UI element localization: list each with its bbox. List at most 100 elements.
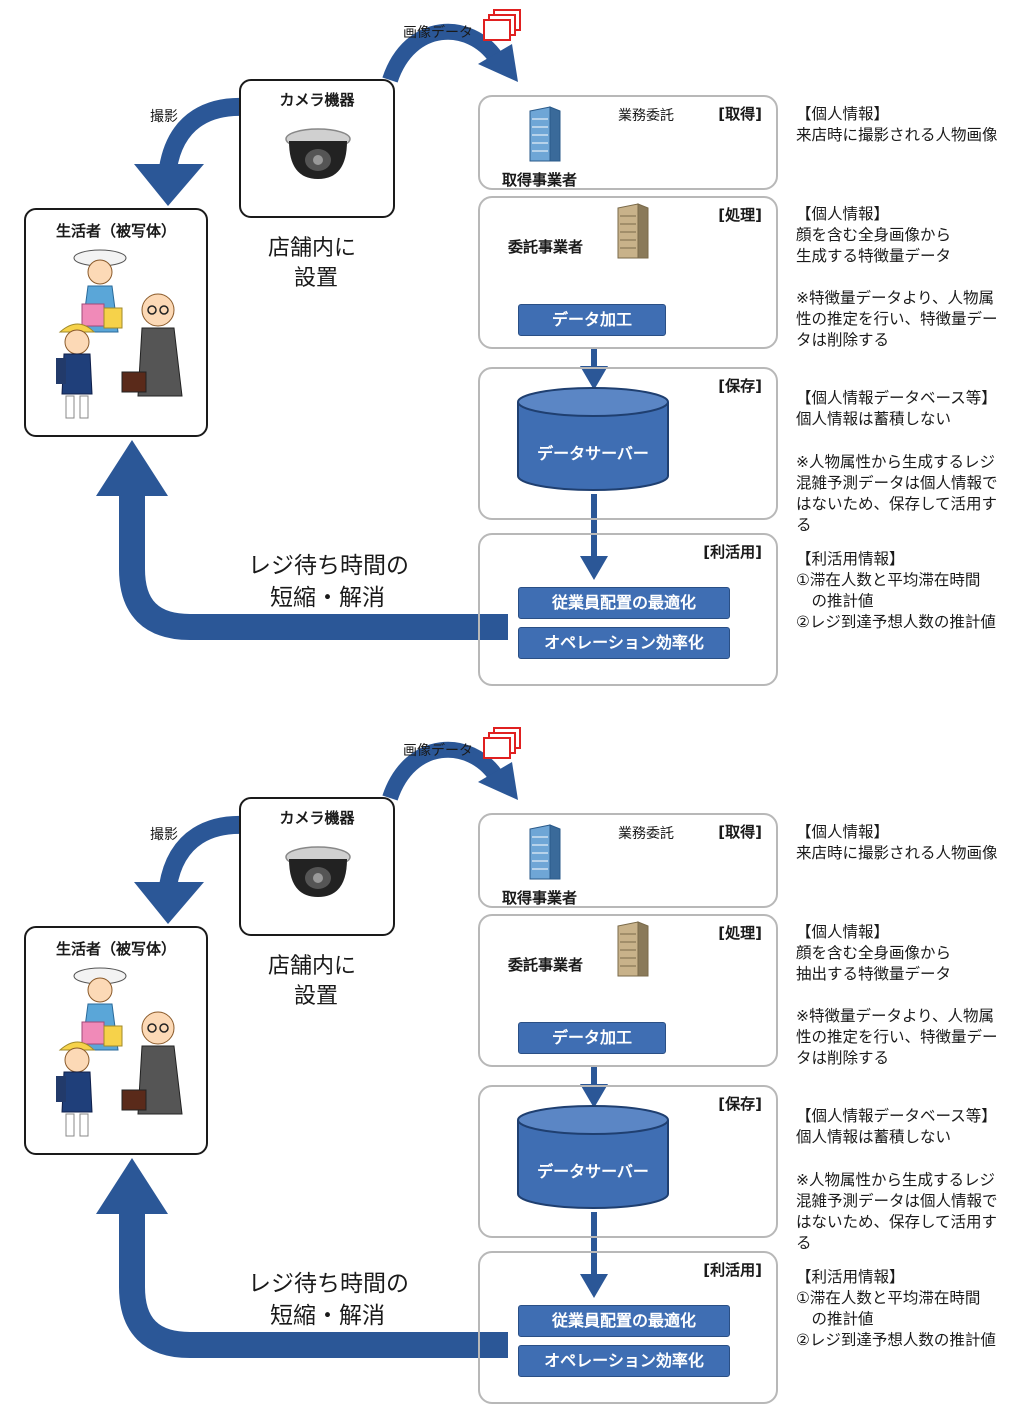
acquirer-label: 取得事業者 [502, 171, 578, 189]
install-line1: 店舗内に [268, 954, 357, 979]
install-line1: 店舗内に [268, 236, 357, 261]
note-process: 【個人情報】顔を含む全身画像から生成する特徴量データ [796, 204, 1028, 267]
camera-box: カメラ機器 [239, 79, 395, 218]
camera-title: カメラ機器 [279, 809, 355, 827]
acquirer-label: 取得事業者 [502, 889, 578, 907]
note-line: ①滞在人数と平均滞在時間 [796, 571, 981, 589]
note-line: 来店時に撮影される人物画像 [796, 844, 998, 862]
note-line: の推計値 [796, 592, 874, 610]
flow-arrows [96, 741, 669, 1358]
shoot-label: 撮影 [150, 109, 178, 125]
note-process-remark: ※特徴量データより、人物属性の推定を行い、特徴量データは削除する [796, 1006, 1028, 1069]
note-line: 混雑予測データは個人情報で [796, 474, 998, 492]
operation-efficiency-button: オペレーション効率化 [518, 1345, 730, 1377]
dome-camera-icon [285, 128, 351, 179]
note-line: 生成する特徴量データ [796, 247, 952, 265]
note-store: 【個人情報データベース等】個人情報は蓄積しない [796, 388, 1028, 430]
staff-optimization-button: 従業員配置の最適化 [518, 1305, 730, 1337]
stage-process-tag: [処理] [718, 924, 762, 942]
shoppers-illustration [56, 967, 183, 1137]
note-line: 【個人情報】 [796, 823, 890, 841]
stage-store-tag: [保存] [718, 1095, 762, 1113]
image-transfer-arrowhead [478, 762, 518, 800]
stage-use-tag: [利活用] [703, 1261, 762, 1279]
note-store-remark: ※人物属性から生成するレジ混雑予測データは個人情報ではないため、保存して活用する [796, 1170, 1028, 1254]
note-line: 【個人情報データベース等】 [796, 389, 997, 407]
note-line: 個人情報は蓄積しない [796, 410, 952, 428]
note-line: ②レジ到達予想人数の推計値 [796, 613, 996, 631]
outsource-label: 業務委託 [618, 108, 674, 124]
data-processing-button: データ加工 [518, 1022, 666, 1054]
image-transfer-arrow [382, 23, 503, 83]
stage-process-tag: [処理] [718, 206, 762, 224]
reduce-line1: レジ待ち時間の [248, 553, 409, 579]
note-acquire: 【個人情報】来店時に撮影される人物画像 [796, 104, 1028, 146]
return-arrow [119, 490, 508, 640]
note-line: タは削除する [796, 331, 890, 349]
image-data-label: 画像データ [403, 25, 473, 41]
note-line: 【利活用情報】 [796, 1268, 905, 1286]
stage-store: [保存] [478, 367, 778, 520]
subject-box: 生活者（被写体） [24, 926, 208, 1155]
return-arrowhead [96, 440, 168, 496]
contractor-building-icon [617, 203, 649, 259]
data-server-cylinder [517, 1105, 669, 1209]
note-line: 顔を含む全身画像から [796, 226, 952, 244]
note-line: 抽出する特徴量データ [796, 965, 952, 983]
note-line: の推計値 [796, 1310, 874, 1328]
shoppers-illustration [56, 249, 183, 419]
note-line: 顔を含む全身画像から [796, 944, 952, 962]
note-line: 混雑予測データは個人情報で [796, 1192, 998, 1210]
data-server-label: データサーバー [537, 1162, 649, 1181]
image-transfer-arrow [382, 741, 503, 801]
note-line: はないため、保存して活用す [796, 495, 998, 513]
note-line: ※特徴量データより、人物属 [796, 289, 995, 307]
operation-efficiency-button: オペレーション効率化 [518, 627, 730, 659]
stage-process: [処理] 委託事業者 データ加工 [478, 196, 778, 349]
image-data-label: 画像データ [403, 743, 473, 759]
stage-acquire: [取得] 業務委託 取得事業者 [478, 95, 778, 190]
staff-optimization-button: 従業員配置の最適化 [518, 587, 730, 619]
note-line: 【個人情報】 [796, 205, 890, 223]
note-line: 来店時に撮影される人物画像 [796, 126, 998, 144]
stage-acquire-tag: [取得] [718, 105, 762, 123]
note-line: 【個人情報データベース等】 [796, 1107, 997, 1125]
subject-title: 生活者（被写体） [55, 222, 176, 240]
data-server-cylinder [517, 387, 669, 491]
return-arrowhead [96, 1158, 168, 1214]
note-line: 【個人情報】 [796, 105, 890, 123]
reduce-line1: レジ待ち時間の [248, 1271, 409, 1297]
note-line: 【個人情報】 [796, 923, 890, 941]
note-acquire: 【個人情報】来店時に撮影される人物画像 [796, 822, 1028, 864]
note-line: タは削除する [796, 1049, 890, 1067]
outsource-label: 業務委託 [618, 826, 674, 842]
note-process: 【個人情報】顔を含む全身画像から抽出する特徴量データ [796, 922, 1028, 985]
note-line: 性の推定を行い、特徴量デー [796, 310, 998, 328]
image-transfer-arrowhead [478, 44, 518, 82]
subject-title: 生活者（被写体） [55, 940, 176, 958]
reduce-line2: 短縮・解消 [270, 585, 385, 611]
stage-use: [利活用] 従業員配置の最適化 オペレーション効率化 [478, 1251, 778, 1404]
contractor-label: 委託事業者 [508, 956, 584, 974]
camera-title: カメラ機器 [279, 91, 355, 109]
shoot-label: 撮影 [150, 827, 178, 843]
shoot-arrowhead [134, 164, 204, 206]
note-line: ②レジ到達予想人数の推計値 [796, 1331, 996, 1349]
stage-process: [処理] 委託事業者 データ加工 [478, 914, 778, 1067]
camera-box: カメラ機器 [239, 797, 395, 936]
acquirer-building-icon [529, 824, 561, 880]
stage-use: [利活用] 従業員配置の最適化 オペレーション効率化 [478, 533, 778, 686]
install-line2: 設置 [294, 984, 339, 1009]
note-line: ※特徴量データより、人物属 [796, 1007, 995, 1025]
note-line: ①滞在人数と平均滞在時間 [796, 1289, 981, 1307]
stage-acquire: [取得] 業務委託 取得事業者 [478, 813, 778, 908]
return-arrow [119, 1208, 508, 1358]
note-line: る [796, 1234, 812, 1252]
dome-camera-icon [285, 846, 351, 897]
subject-box: 生活者（被写体） [24, 208, 208, 437]
stage-use-tag: [利活用] [703, 543, 762, 561]
image-files-icon [483, 9, 521, 41]
install-line2: 設置 [294, 266, 339, 291]
reduce-line2: 短縮・解消 [270, 1303, 385, 1329]
